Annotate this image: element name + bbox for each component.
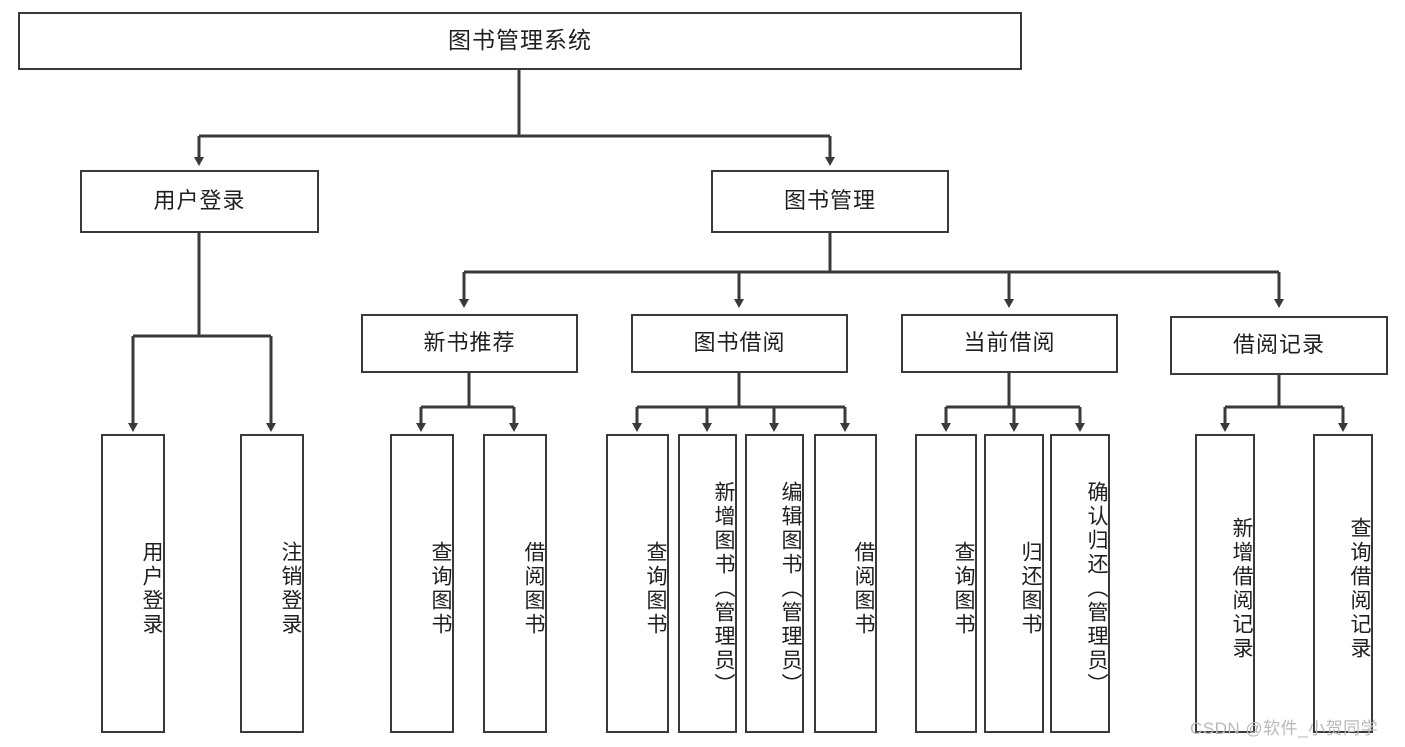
- node-new-book-recommend[interactable]: 新书推荐: [361, 314, 578, 373]
- leaf-label: 查询图书: [952, 540, 975, 637]
- leaf-query-book-recommend[interactable]: 查询图书: [390, 434, 454, 733]
- leaf-label: 查询借阅记录: [1348, 516, 1371, 661]
- leaf-user-login[interactable]: 用户登录: [101, 434, 165, 733]
- node-label: 图书管理系统: [448, 27, 592, 54]
- node-current-borrow[interactable]: 当前借阅: [901, 314, 1118, 373]
- csdn-watermark: CSDN @软件_小贺同学: [1190, 719, 1379, 738]
- leaf-borrow-book-recommend[interactable]: 借阅图书: [483, 434, 547, 733]
- leaf-return-book[interactable]: 归还图书: [984, 434, 1044, 733]
- leaf-edit-book-admin[interactable]: 编辑图书（管理员）: [745, 434, 804, 733]
- leaf-label: 查询图书: [644, 540, 667, 637]
- leaf-label: 编辑图书（管理员）: [779, 480, 802, 697]
- node-label: 新书推荐: [423, 330, 516, 356]
- leaf-query-book-borrow[interactable]: 查询图书: [606, 434, 669, 733]
- leaf-confirm-return-admin[interactable]: 确认归还（管理员）: [1050, 434, 1110, 733]
- leaf-label: 查询图书: [429, 540, 452, 637]
- leaf-label: 新增借阅记录: [1230, 516, 1253, 661]
- node-label: 用户登录: [153, 188, 246, 214]
- node-borrow-record[interactable]: 借阅记录: [1170, 316, 1388, 375]
- leaf-query-book-current[interactable]: 查询图书: [915, 434, 977, 733]
- leaf-label: 新增图书（管理员）: [712, 480, 735, 697]
- node-label: 图书借阅: [693, 330, 786, 356]
- leaf-label: 借阅图书: [852, 540, 875, 637]
- leaf-label: 确认归还（管理员）: [1085, 480, 1108, 697]
- leaf-add-book-admin[interactable]: 新增图书（管理员）: [678, 434, 737, 733]
- leaf-add-borrow-record[interactable]: 新增借阅记录: [1195, 434, 1255, 733]
- leaf-logout[interactable]: 注销登录: [240, 434, 304, 733]
- node-user-login[interactable]: 用户登录: [80, 170, 319, 233]
- leaf-query-borrow-record[interactable]: 查询借阅记录: [1313, 434, 1373, 733]
- leaf-label: 用户登录: [140, 540, 163, 637]
- node-label: 图书管理: [783, 188, 876, 214]
- node-root-system[interactable]: 图书管理系统: [18, 12, 1022, 70]
- leaf-label: 注销登录: [279, 540, 302, 637]
- leaf-label: 归还图书: [1019, 540, 1042, 637]
- leaf-borrow-book[interactable]: 借阅图书: [814, 434, 877, 733]
- node-label: 借阅记录: [1232, 332, 1325, 358]
- node-label: 当前借阅: [963, 330, 1056, 356]
- node-book-management[interactable]: 图书管理: [711, 170, 949, 233]
- node-book-borrow[interactable]: 图书借阅: [631, 314, 848, 373]
- leaf-label: 借阅图书: [522, 540, 545, 637]
